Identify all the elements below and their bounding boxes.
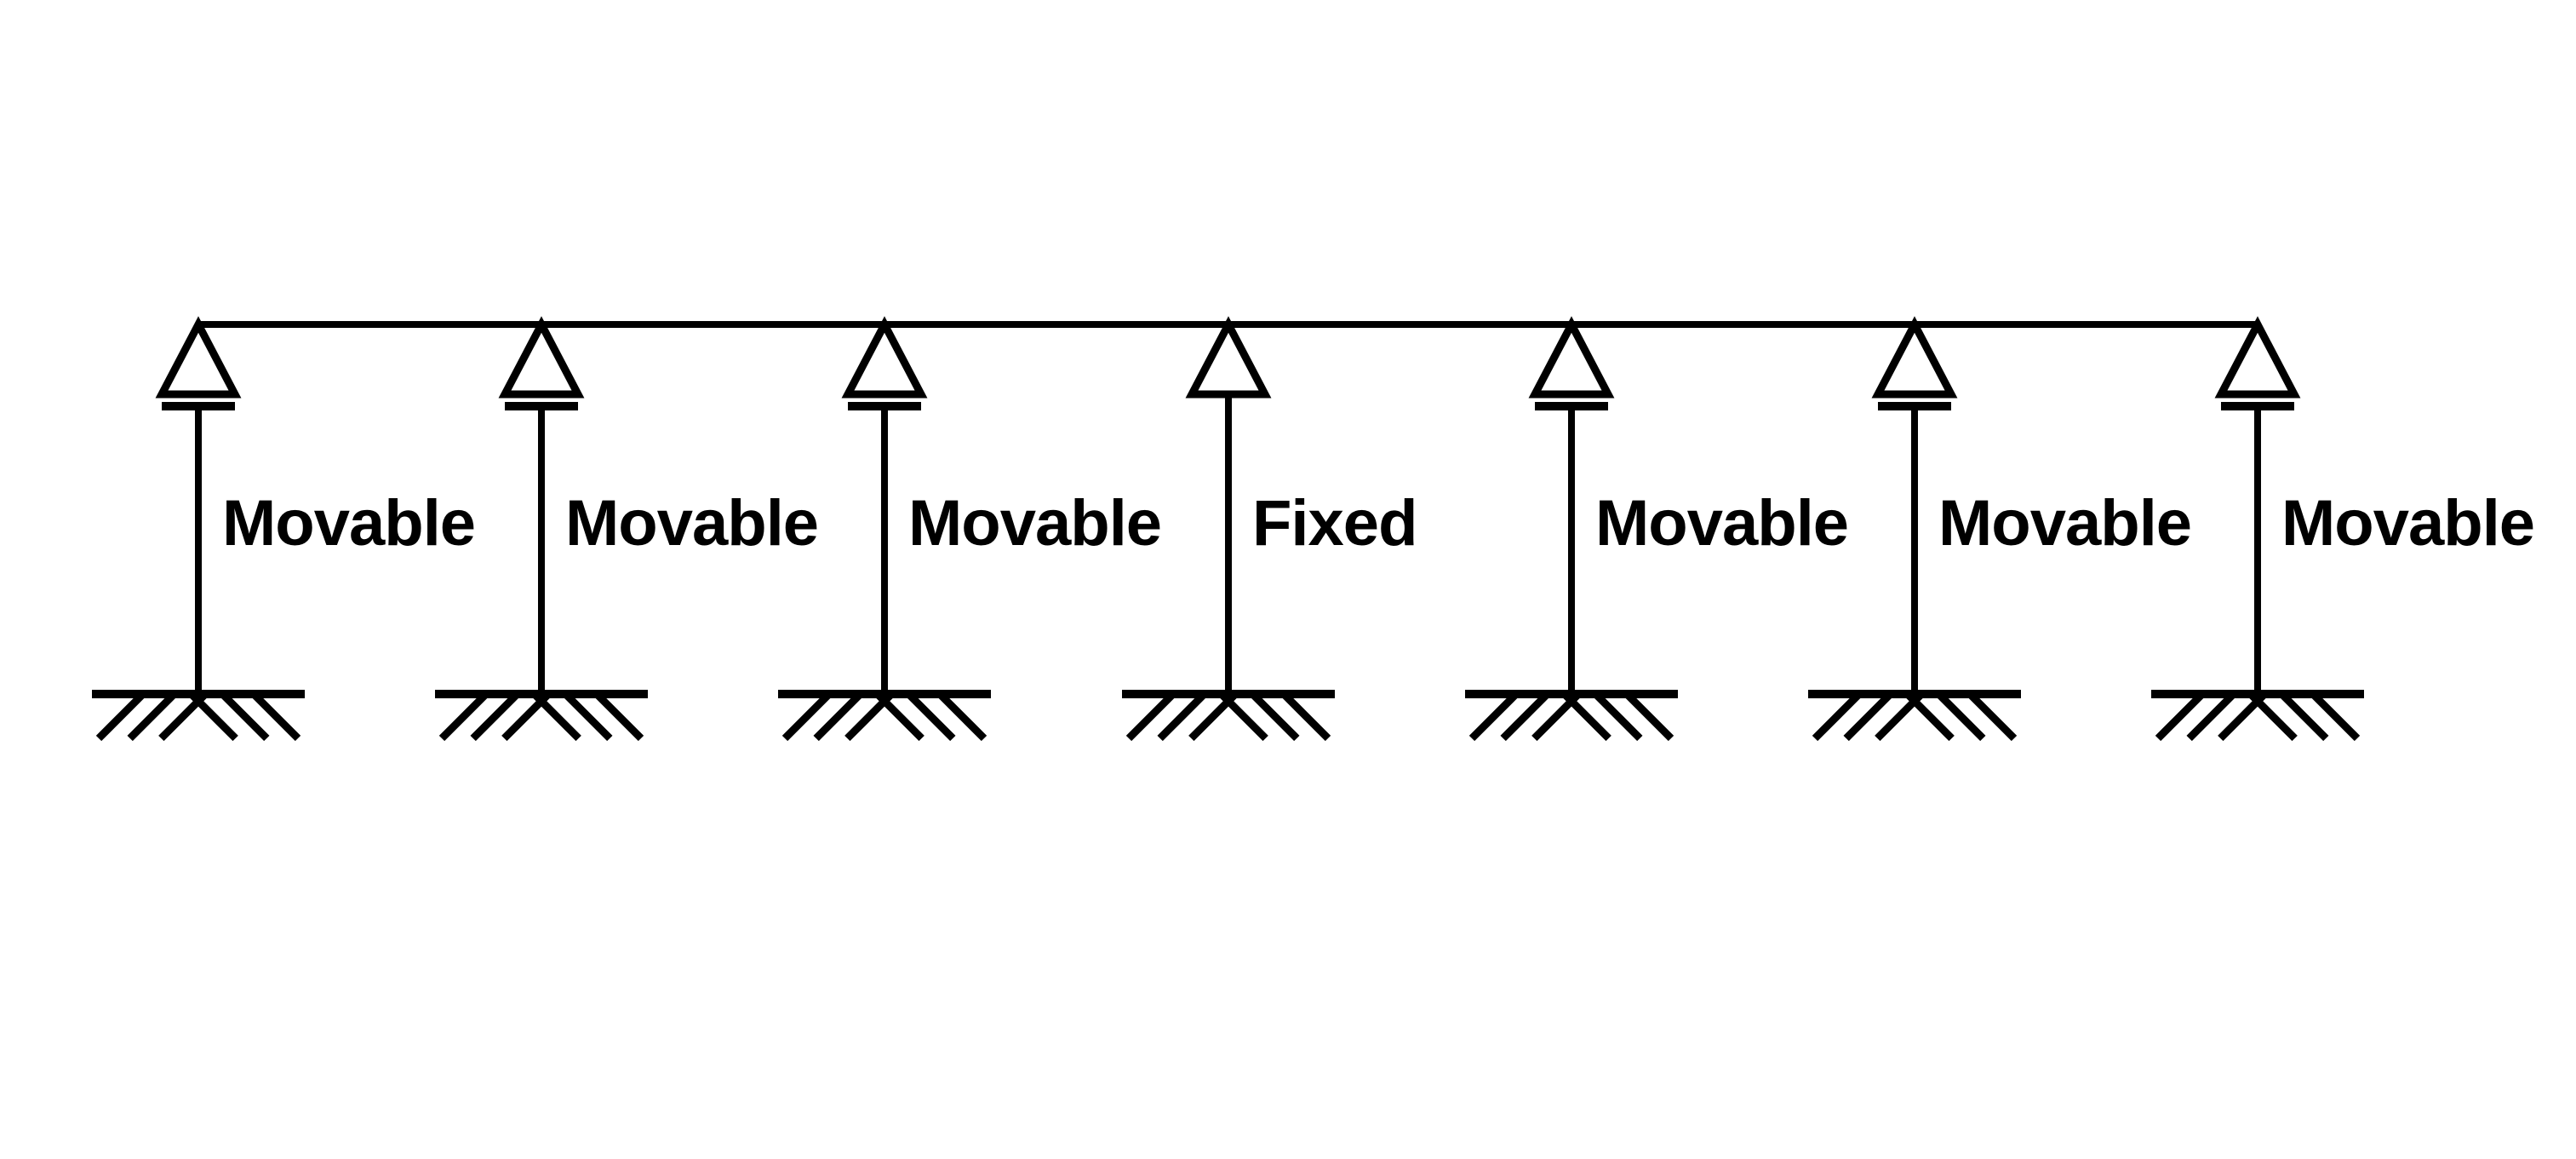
pier-column xyxy=(1568,406,1575,694)
ground-line xyxy=(1465,690,1678,698)
pier-column xyxy=(1225,394,1232,694)
bearing-triangle xyxy=(1528,316,1615,399)
ground-hatch-stroke xyxy=(188,691,238,742)
ground-hatch-stroke xyxy=(1468,691,1520,742)
ground-line xyxy=(1122,690,1335,698)
ground-hatch-stroke xyxy=(1500,691,1550,742)
support-movable-7 xyxy=(2151,316,2364,742)
ground-hatch-stroke xyxy=(813,691,863,742)
ground-hatch-stroke xyxy=(1250,691,1300,742)
ground-hatch-stroke xyxy=(1623,691,1674,742)
ground-line xyxy=(1808,690,2021,698)
ground-hatch-stroke xyxy=(250,691,301,742)
bearing-triangle xyxy=(2214,316,2301,399)
pier-column xyxy=(1911,406,1918,694)
ground-hatch-stroke xyxy=(1843,691,1893,742)
ground-hatch-stroke xyxy=(1280,691,1331,742)
ground-line xyxy=(92,690,305,698)
support-fixed-4 xyxy=(1122,316,1335,742)
ground-hatch-stroke xyxy=(1904,691,1955,742)
ground-line xyxy=(435,690,648,698)
ground-hatch-stroke xyxy=(1218,691,1268,742)
support-label-movable: Movable xyxy=(2281,487,2534,559)
ground-hatch-stroke xyxy=(220,691,270,742)
ground-hatch-stroke xyxy=(2247,691,2298,742)
support-label-movable: Movable xyxy=(222,487,475,559)
ground-hatch-stroke xyxy=(2155,691,2206,742)
ground-hatch-stroke xyxy=(531,691,581,742)
bearing-triangle xyxy=(498,316,585,399)
ground-hatch-stroke xyxy=(1966,691,2018,742)
bearing-triangle xyxy=(155,316,242,399)
ground-hatch-stroke xyxy=(1936,691,1986,742)
bearing-triangle xyxy=(1871,316,1958,399)
support-label-fixed: Fixed xyxy=(1252,487,1417,559)
ground-hatch-stroke xyxy=(470,691,520,742)
ground-hatch-stroke xyxy=(2310,691,2361,742)
support-label-movable: Movable xyxy=(1595,487,1848,559)
ground-hatch-stroke xyxy=(936,691,987,742)
support-labels-layer: Movable Movable Movable Fixed Movable Movable… xyxy=(222,487,2535,559)
support-label-movable: Movable xyxy=(1938,487,2191,559)
ground-hatch-stroke xyxy=(95,691,146,742)
ground-hatch-stroke xyxy=(2279,691,2329,742)
ground-hatch-stroke xyxy=(563,691,613,742)
ground-hatch-stroke xyxy=(438,691,489,742)
ground-line xyxy=(778,690,991,698)
ground-hatch-stroke xyxy=(1812,691,1863,742)
bearing-triangle xyxy=(841,316,928,399)
ground-hatch-stroke xyxy=(874,691,924,742)
support-movable-5 xyxy=(1465,316,1678,742)
support-movable-3 xyxy=(778,316,991,742)
ground-hatch-stroke xyxy=(1125,691,1176,742)
pier-column xyxy=(538,406,545,694)
supports-layer xyxy=(92,316,2364,742)
support-movable-2 xyxy=(435,316,648,742)
pier-column xyxy=(881,406,888,694)
ground-hatch-stroke xyxy=(1593,691,1643,742)
ground-hatch-stroke xyxy=(906,691,956,742)
ground-hatch-stroke xyxy=(1157,691,1207,742)
support-movable-1 xyxy=(92,316,305,742)
support-movable-6 xyxy=(1808,316,2021,742)
support-label-movable: Movable xyxy=(565,487,818,559)
ground-hatch-stroke xyxy=(2186,691,2236,742)
ground-hatch-stroke xyxy=(127,691,177,742)
ground-hatch-stroke xyxy=(781,691,833,742)
ground-hatch-stroke xyxy=(1561,691,1611,742)
bearing-triangle xyxy=(1185,316,1272,399)
pier-column xyxy=(195,406,202,694)
support-label-movable: Movable xyxy=(908,487,1161,559)
ground-hatch-stroke xyxy=(593,691,644,742)
pier-column xyxy=(2254,406,2261,694)
ground-line xyxy=(2151,690,2364,698)
